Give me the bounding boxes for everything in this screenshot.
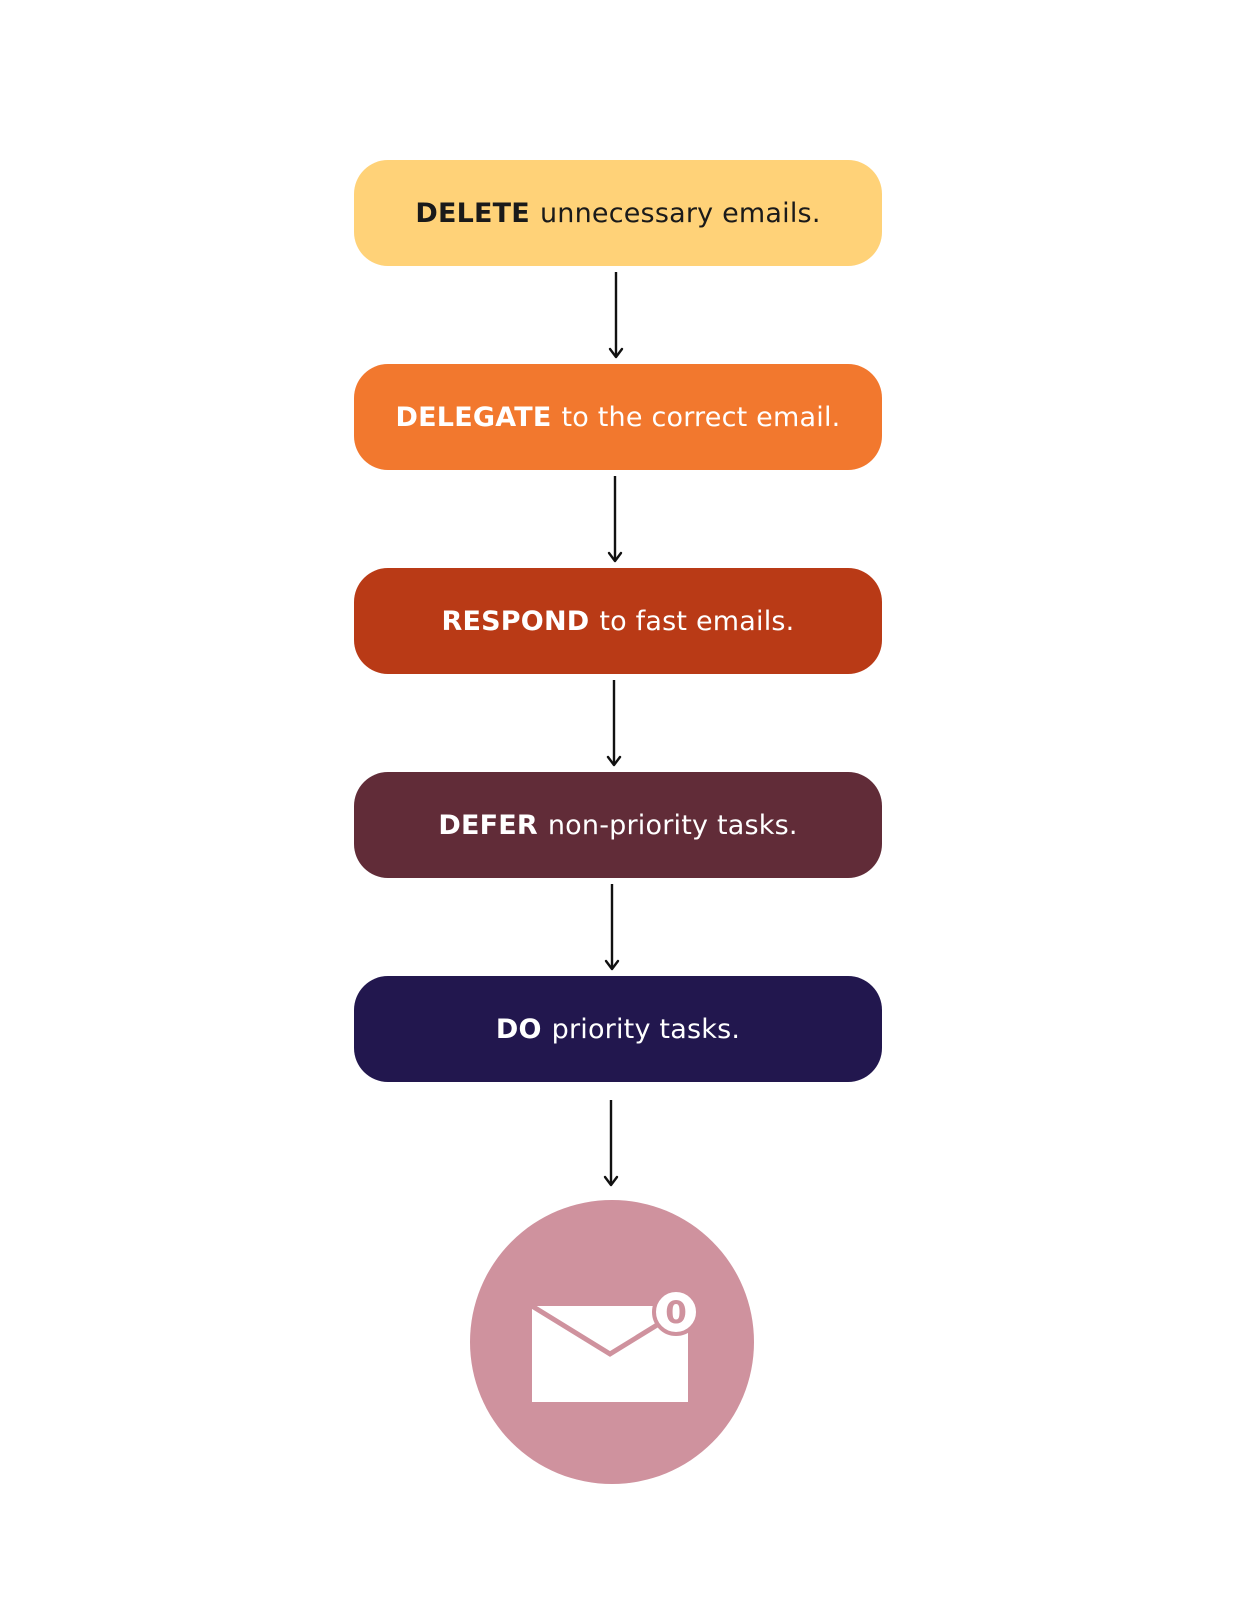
step-verb: DO bbox=[495, 1013, 542, 1045]
arrow-down-icon bbox=[607, 476, 623, 563]
arrow-down-icon bbox=[603, 1100, 619, 1187]
step-verb: RESPOND bbox=[441, 605, 590, 637]
step-text: non-priority tasks. bbox=[547, 809, 798, 841]
step-text: to the correct email. bbox=[561, 401, 841, 433]
step-verb: DELETE bbox=[415, 197, 530, 229]
step-text: to fast emails. bbox=[599, 605, 795, 637]
step-verb: DEFER bbox=[438, 809, 538, 841]
arrow-down-icon bbox=[604, 884, 620, 971]
step-text: priority tasks. bbox=[551, 1013, 741, 1045]
step-verb: DELEGATE bbox=[395, 401, 552, 433]
step-defer: DEFER non-priority tasks. bbox=[354, 772, 882, 878]
arrow-down-icon bbox=[608, 272, 624, 359]
step-text: unnecessary emails. bbox=[539, 197, 821, 229]
arrow-down-icon bbox=[606, 680, 622, 767]
step-delete: DELETE unnecessary emails. bbox=[354, 160, 882, 266]
empty-inbox-circle: 0 bbox=[470, 1200, 754, 1484]
inbox-badge-count: 0 bbox=[665, 1295, 687, 1331]
step-respond: RESPOND to fast emails. bbox=[354, 568, 882, 674]
envelope-icon: 0 bbox=[530, 1288, 700, 1402]
step-do: DO priority tasks. bbox=[354, 976, 882, 1082]
step-delegate: DELEGATE to the correct email. bbox=[354, 364, 882, 470]
